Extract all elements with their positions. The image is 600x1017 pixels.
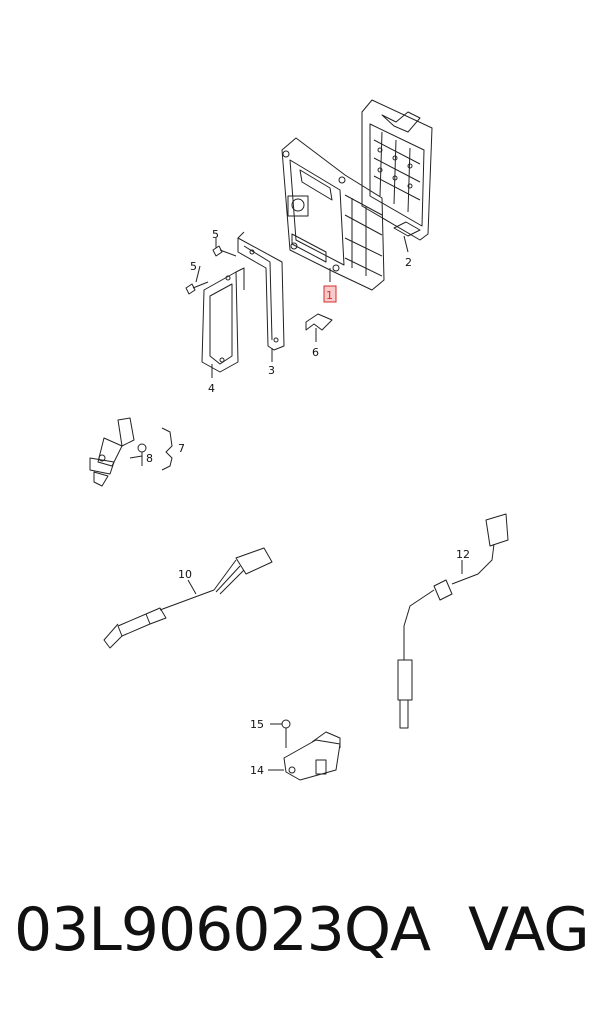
callout-5-upper[interactable]: 5 [212,228,219,241]
exploded-parts-diagram: 1 2 3 4 5 5 6 7 8 10 12 14 15 [89,99,509,781]
callout-4[interactable]: 4 [208,382,215,395]
clip-6 [305,313,333,331]
speed-sensor-7 [89,417,135,487]
callout-2[interactable]: 2 [405,256,412,269]
pressure-sensor-14 [283,731,341,781]
bracket-4 [201,267,245,373]
bolt-5-lower [185,281,209,295]
callout-8[interactable]: 8 [146,452,153,465]
callout-12[interactable]: 12 [456,548,470,561]
callout-10[interactable]: 10 [178,568,192,581]
callout-1-highlight-box [323,285,337,303]
ecu-control-unit [281,137,385,291]
bolt-8 [137,443,147,466]
callout-3[interactable]: 3 [268,364,275,377]
part-number: 03L906023QA [14,895,431,965]
callout-6[interactable]: 6 [312,346,319,359]
callout-15[interactable]: 15 [250,718,264,731]
callout-labels: 1 2 3 4 5 5 6 7 8 10 12 14 15 [146,228,470,777]
lambda-probe-10 [103,547,273,649]
callout-7[interactable]: 7 [178,442,185,455]
callout-1[interactable]: 1 [326,289,333,302]
bolt-15 [281,719,291,748]
leader-lines [129,235,463,771]
bracket-3 [237,231,285,351]
temp-sensor-12 [397,513,509,729]
footer-caption: 03L906023QA VAG [0,895,600,995]
callout-5-lower[interactable]: 5 [190,260,197,273]
cover-plate [361,99,433,241]
bolt-5-upper [212,245,237,257]
callout-14[interactable]: 14 [250,764,264,777]
brand-name: VAG [468,895,590,965]
